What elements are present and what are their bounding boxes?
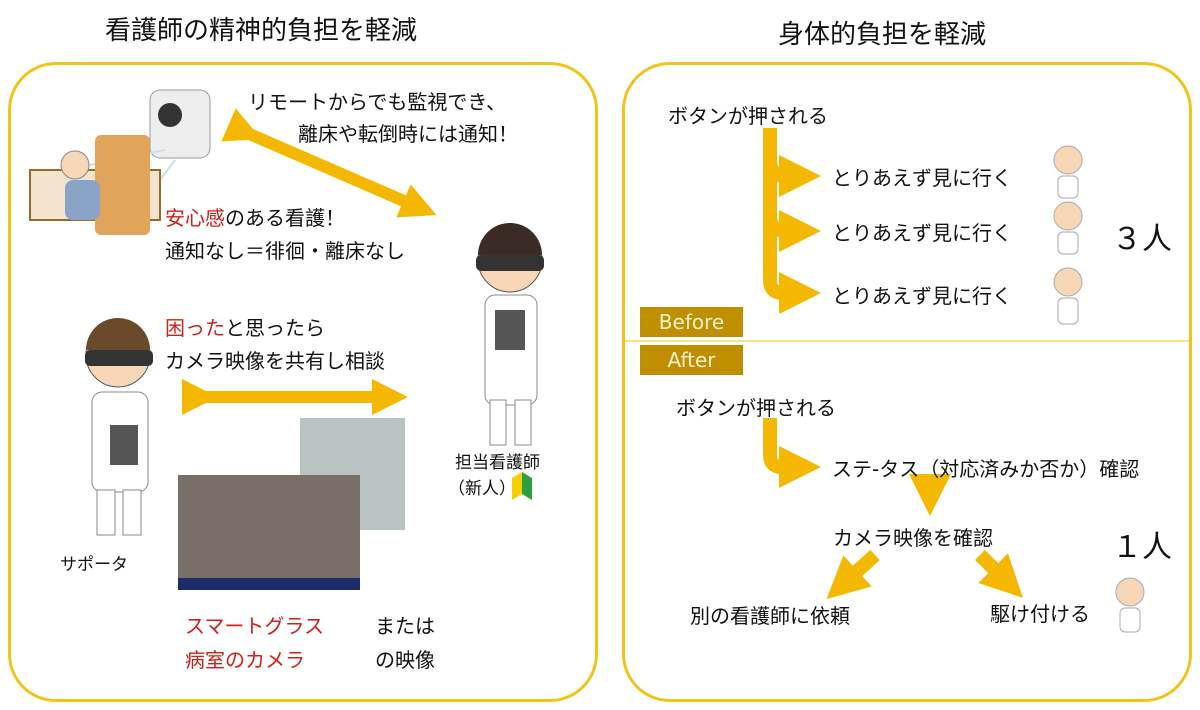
right-title: 身体的負担を軽減 bbox=[778, 20, 987, 50]
nurse-label-2: （新人） bbox=[448, 479, 516, 499]
before-tag: Before bbox=[640, 307, 743, 337]
double-arrow-diagonal bbox=[221, 108, 437, 218]
beginner-mark-icon bbox=[512, 472, 532, 500]
before-action-2: とりあえず見に行く bbox=[832, 221, 1012, 245]
anshin-red: 安心感 bbox=[165, 206, 225, 230]
share-text: カメラ映像を共有し相談 bbox=[165, 349, 385, 373]
supporter-label: サポータ bbox=[60, 555, 128, 575]
supporter-illustration bbox=[85, 318, 153, 536]
nurse-with-glasses-illustration bbox=[476, 223, 544, 446]
before-count: ３人 bbox=[1112, 222, 1172, 257]
or-text: または bbox=[375, 614, 435, 638]
ask-other-nurse: 別の看護師に依頼 bbox=[690, 604, 850, 628]
arrow-to-ask-other bbox=[826, 549, 880, 600]
after-count: １人 bbox=[1112, 530, 1172, 565]
komatta-red: 困った bbox=[165, 316, 225, 340]
komatta-rest: と思ったら bbox=[225, 316, 325, 340]
before-branch-arrows bbox=[763, 128, 821, 314]
left-panel bbox=[8, 62, 598, 702]
camera-check: カメラ映像を確認 bbox=[833, 526, 993, 550]
photo-toolbar bbox=[178, 578, 360, 590]
anshin-rest: のある看護！ bbox=[225, 206, 345, 230]
bed-patient-illustration bbox=[29, 135, 161, 235]
remote-line-1: リモートからでも監視でき、 bbox=[248, 90, 506, 114]
arrow-to-rush bbox=[975, 550, 1023, 598]
remote-line-2: 離床や転倒時には通知！ bbox=[298, 122, 518, 146]
left-title: 看護師の精神的負担を軽減 bbox=[105, 16, 418, 46]
nurse-label: 担当看護師 bbox=[455, 453, 540, 473]
smartglass-text: スマートグラス bbox=[185, 614, 324, 638]
no-notice-text: 通知なし＝徘徊・離床なし bbox=[165, 239, 405, 263]
after-button-pressed: ボタンが押される bbox=[676, 396, 836, 420]
right-panel bbox=[622, 62, 1192, 702]
before-button-pressed: ボタンが押される bbox=[668, 104, 828, 128]
after-tag: After bbox=[640, 345, 743, 375]
before-action-1: とりあえず見に行く bbox=[832, 166, 1012, 190]
of-video-text: の映像 bbox=[375, 648, 435, 672]
komatta-text: 困ったと思ったら bbox=[165, 312, 325, 341]
status-check: ステ-タス（対応済みか否か）確認 bbox=[832, 457, 1140, 481]
photo-camera-view bbox=[178, 475, 360, 590]
rush-to-patient: 駆け付ける bbox=[990, 602, 1090, 626]
after-arrow-to-status bbox=[763, 418, 821, 488]
running-nurse-icons bbox=[1053, 145, 1145, 633]
room-camera-text: 病室のカメラ bbox=[185, 648, 305, 672]
before-action-3: とりあえず見に行く bbox=[832, 284, 1012, 308]
anshin-text: 安心感のある看護！ bbox=[165, 202, 345, 231]
